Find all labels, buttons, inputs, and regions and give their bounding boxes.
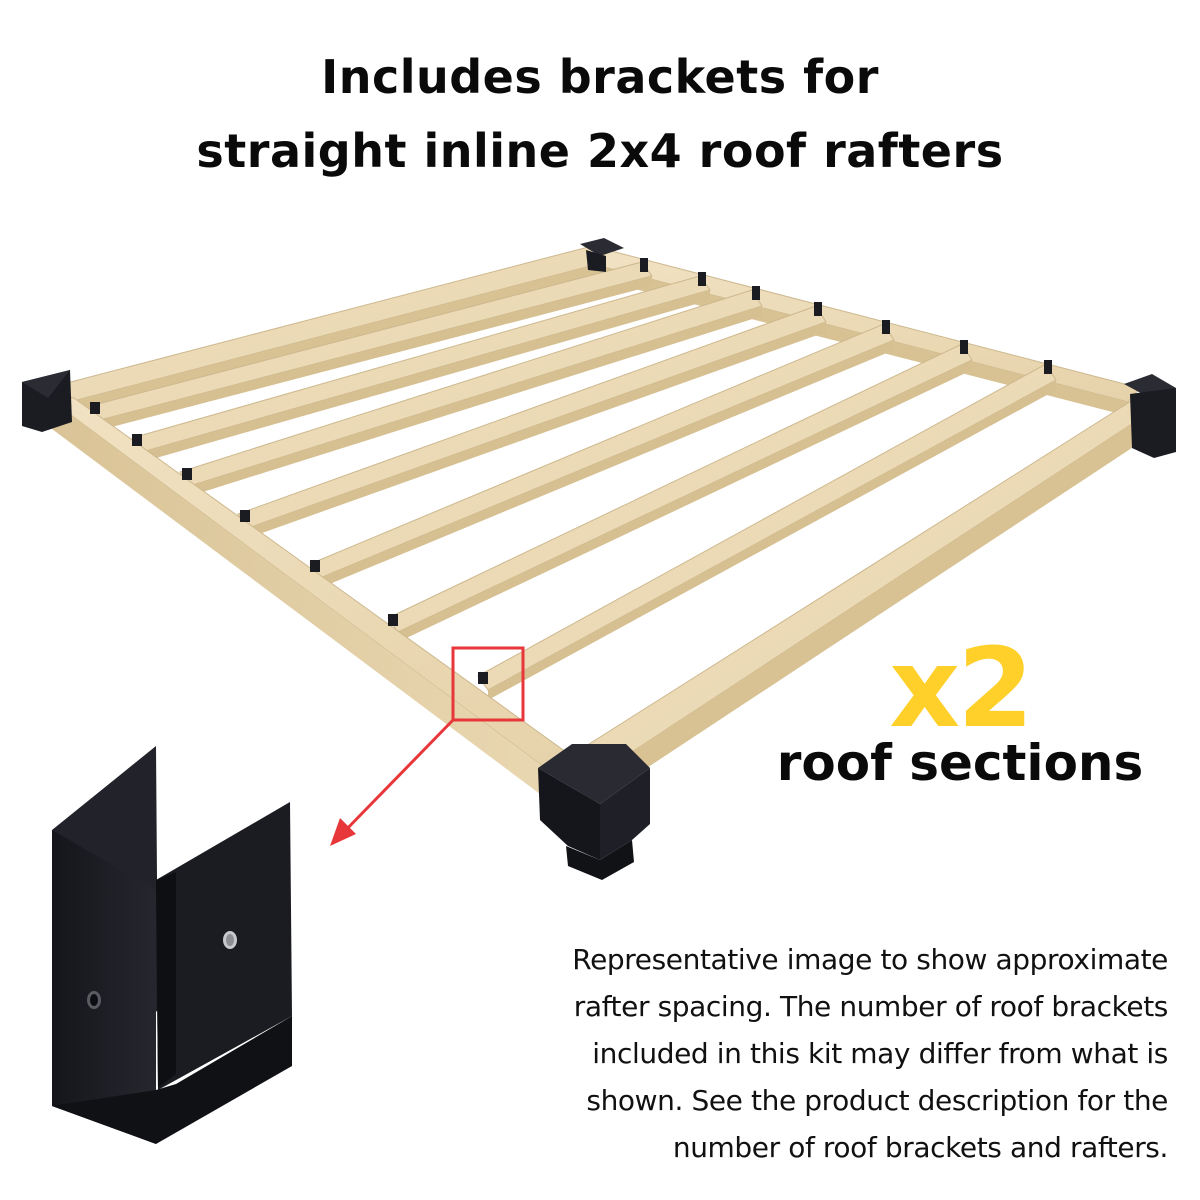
disclaimer-line: number of roof brackets and rafters.	[672, 1131, 1169, 1164]
disclaimer-line: rafter spacing. The number of roof brack…	[573, 990, 1169, 1023]
roof-rafter-bracket-closeup	[52, 746, 292, 1144]
corner-bracket-back	[580, 238, 624, 272]
headline: Includes brackets for straight inline 2x…	[0, 40, 1200, 188]
corner-bracket-left	[22, 370, 72, 432]
disclaimer-line: included in this kit may differ from wha…	[592, 1037, 1168, 1070]
quantity-multiplier: x2	[889, 624, 1034, 752]
disclaimer-line: Representative image to show approximate	[572, 943, 1168, 976]
corner-bracket-front	[538, 744, 650, 880]
disclaimer-text: Representative image to show approximate…	[448, 936, 1168, 1171]
red-arrow-pointer	[330, 646, 525, 846]
quantity-label: roof sections	[776, 734, 1144, 792]
disclaimer-line: shown. See the product description for t…	[586, 1084, 1168, 1117]
corner-bracket-right	[1124, 374, 1176, 458]
rafters	[89, 261, 1057, 691]
headline-line-1: Includes brackets for	[321, 50, 879, 104]
pergola-roof-frame-illustration	[22, 238, 1176, 880]
headline-line-2: straight inline 2x4 roof rafters	[196, 124, 1004, 178]
